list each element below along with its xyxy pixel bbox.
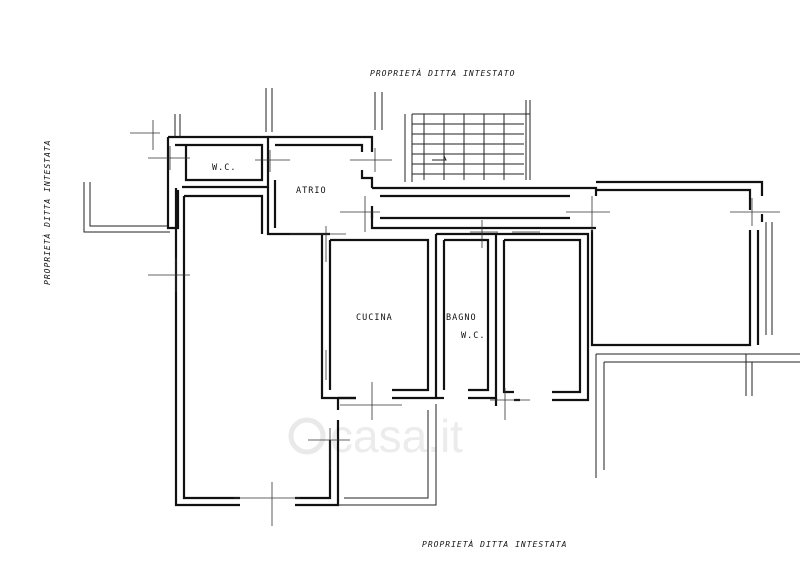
room-label-bagno: BAGNO — [446, 313, 477, 323]
watermark-text: casa.it — [330, 410, 463, 462]
room-label-wc: W.C. — [212, 163, 236, 173]
watermark: casa.it — [288, 410, 463, 462]
bottom-property-label: PROPRIETÀ DITTA INTESTATA — [422, 538, 567, 549]
left-property-label: PROPRIETÀ DITTA INTESTATA — [41, 140, 52, 285]
room-label-cucina: CUCINA — [356, 313, 393, 323]
walls — [166, 135, 764, 507]
room-label-atrio: ATRIO — [296, 186, 327, 196]
thin-lines — [83, 88, 800, 526]
top-property-label: PROPRIETÀ DITTA INTESTATO — [370, 67, 515, 78]
room-label-bagno-wc: W.C. — [461, 331, 485, 341]
